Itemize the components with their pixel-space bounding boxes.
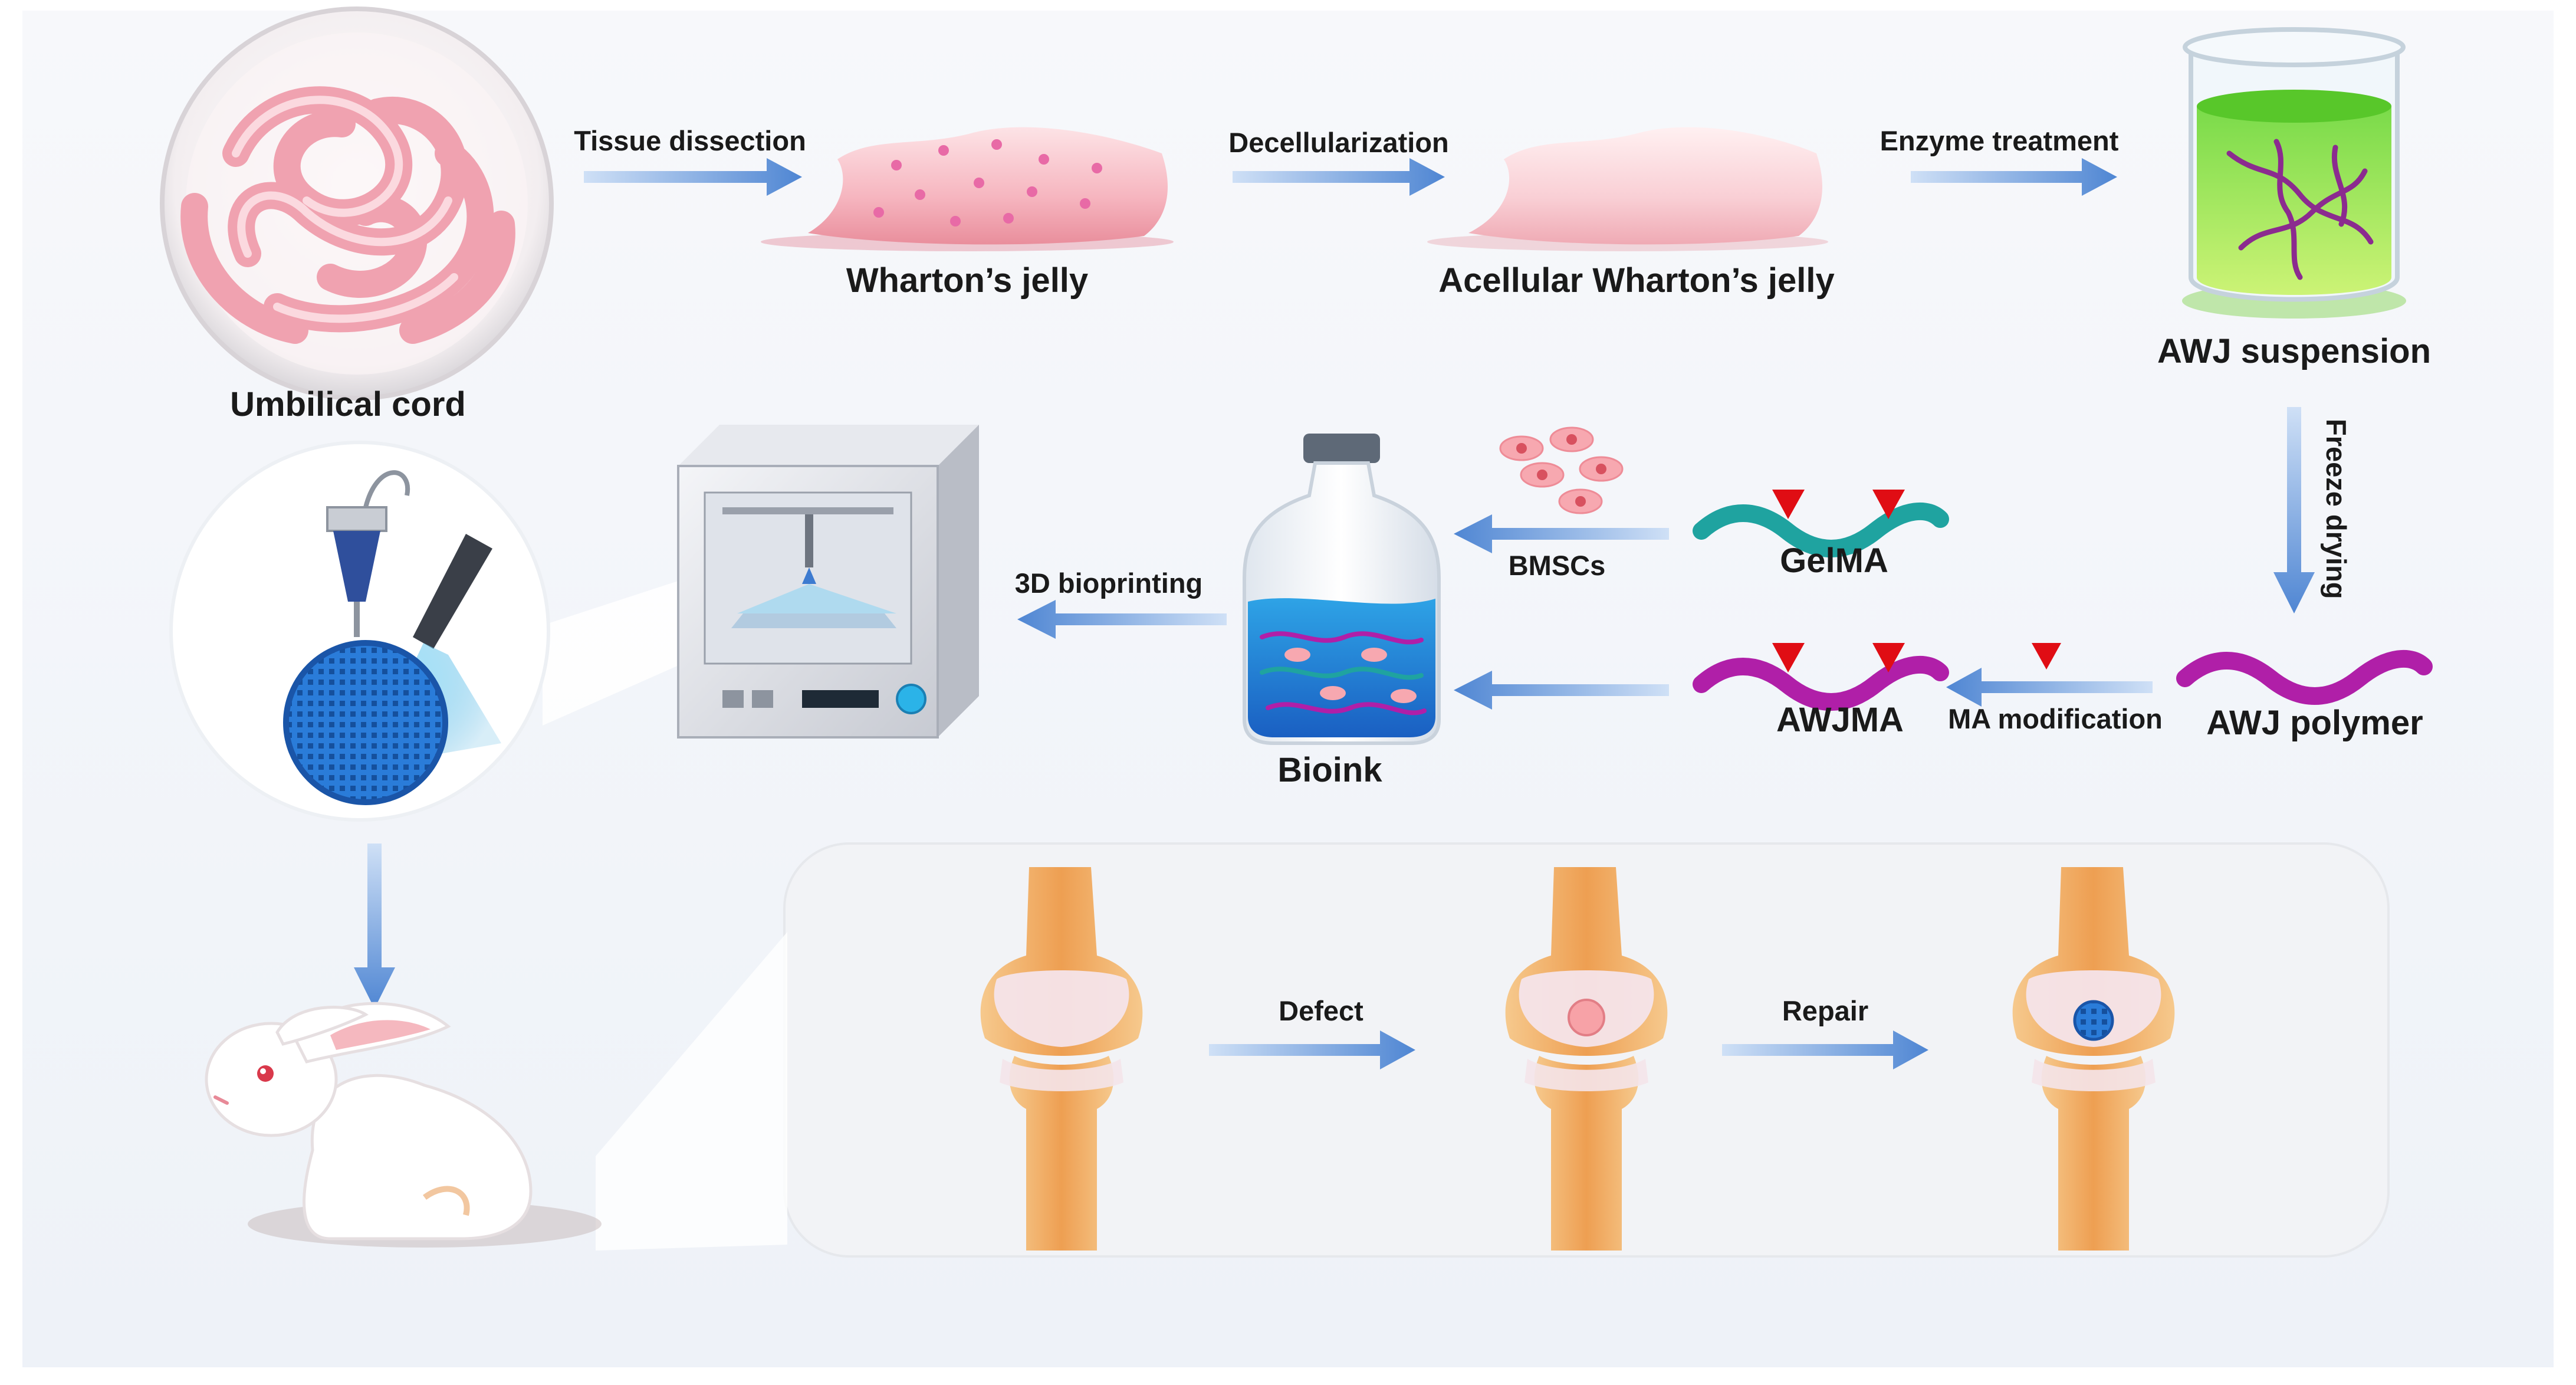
awj-suspension-beaker	[2182, 27, 2406, 319]
label-awj-polymer: AWJ polymer	[2206, 704, 2423, 742]
arrow-defect	[1209, 1030, 1415, 1069]
label-3d-bioprinting: 3D bioprinting	[1015, 567, 1203, 599]
awjma-strand	[1693, 643, 1949, 711]
arrow-ma-modification	[1946, 643, 2153, 707]
arrow-enzyme-treatment	[1911, 158, 2117, 196]
label-freeze-drying: Freeze drying	[2321, 419, 2352, 599]
label-repair: Repair	[1782, 995, 1868, 1026]
label-acellular-whartons-jelly: Acellular Wharton’s jelly	[1438, 261, 1834, 300]
acellular-whartons-jelly-illustration	[1427, 127, 1828, 251]
arrow-tissue-dissection	[584, 158, 802, 196]
label-bioink: Bioink	[1277, 751, 1382, 789]
arrow-repair	[1722, 1030, 1928, 1069]
awj-polymer-strand	[2176, 649, 2433, 705]
printed-scaffold	[283, 640, 448, 805]
bioprinter-illustration	[677, 425, 979, 739]
label-ma-modification: MA modification	[1948, 703, 2163, 734]
label-umbilical-cord: Umbilical cord	[230, 385, 466, 424]
implanted-scaffold-marker	[2073, 1000, 2114, 1041]
label-defect: Defect	[1279, 995, 1363, 1026]
umbilical-cord-illustration	[160, 6, 554, 401]
whartons-jelly-illustration	[761, 127, 1174, 251]
label-bmscs: BMSCs	[1509, 550, 1606, 581]
arrow-awjma-to-bioink	[1454, 671, 1669, 710]
arrow-3d-bioprinting	[1017, 600, 1227, 639]
cartilage-defect-marker	[1568, 999, 1605, 1036]
arrow-to-rabbit	[354, 844, 395, 1009]
label-whartons-jelly: Wharton’s jelly	[846, 261, 1088, 300]
arrow-freeze-drying	[2273, 407, 2315, 613]
knee-repaired	[2012, 867, 2175, 1251]
bmsc-cells	[1499, 426, 1624, 514]
label-tissue-dissection: Tissue dissection	[574, 125, 806, 156]
label-awjma: AWJMA	[1776, 701, 1904, 739]
projection-rabbit	[596, 932, 787, 1251]
label-awj-suspension: AWJ suspension	[2157, 332, 2431, 370]
bioink-bottle	[1243, 434, 1441, 745]
label-gelma: GelMA	[1780, 541, 1888, 580]
label-enzyme-treatment: Enzyme treatment	[1880, 125, 2119, 156]
gelma-strand	[1693, 490, 1949, 557]
label-decellularization: Decellularization	[1228, 127, 1449, 158]
rabbit-illustration	[205, 1002, 602, 1248]
print-head-closeup	[169, 441, 550, 822]
knee-defect	[1505, 867, 1668, 1251]
arrow-gelma-to-bioink	[1454, 514, 1669, 553]
ma-group-marker	[2032, 643, 2061, 669]
arrow-decellularization	[1233, 158, 1445, 196]
knee-intact	[980, 867, 1143, 1251]
